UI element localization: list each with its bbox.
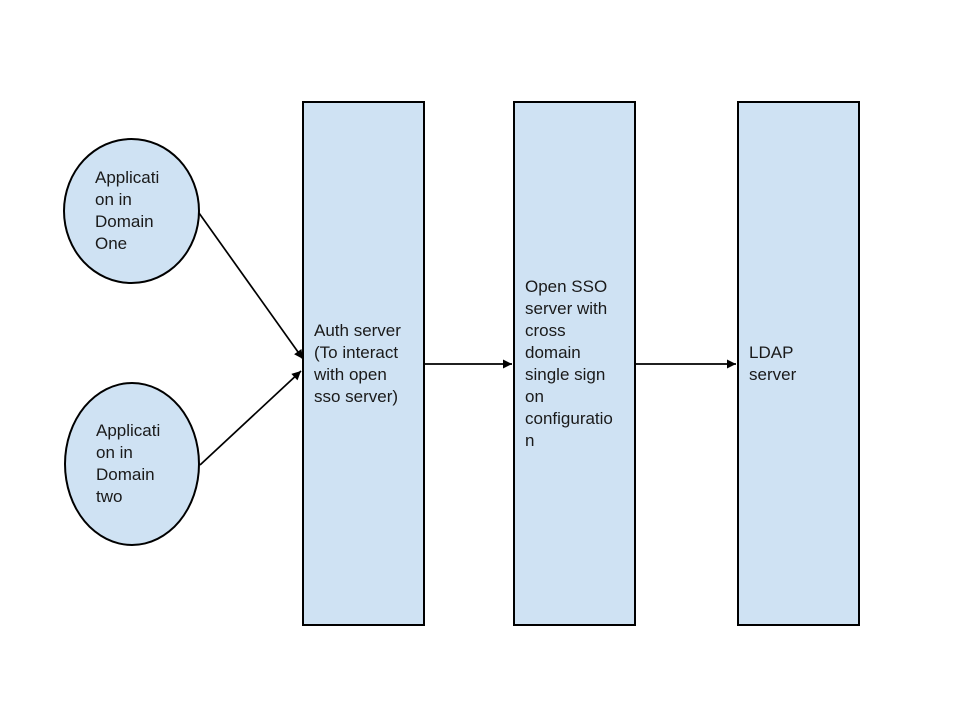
- connector-app-one-to-auth: [198, 212, 304, 360]
- node-ldap-server-label: LDAP server: [749, 342, 797, 384]
- node-auth-server-label: Auth server (To interact with open sso s…: [314, 320, 401, 406]
- node-open-sso-server: Open SSO server with cross domain single…: [513, 101, 636, 626]
- node-ldap-server: LDAP server: [737, 101, 860, 626]
- node-application-domain-one-label: Applicati on in Domain One: [95, 168, 160, 253]
- node-application-domain-one: Applicati on in Domain One: [63, 138, 200, 284]
- node-application-domain-two-label: Applicati on in Domain two: [96, 421, 161, 506]
- node-application-domain-two: Applicati on in Domain two: [64, 382, 200, 546]
- connector-app-two-to-auth: [199, 370, 302, 466]
- node-open-sso-server-label: Open SSO server with cross domain single…: [525, 276, 613, 450]
- node-auth-server: Auth server (To interact with open sso s…: [302, 101, 425, 626]
